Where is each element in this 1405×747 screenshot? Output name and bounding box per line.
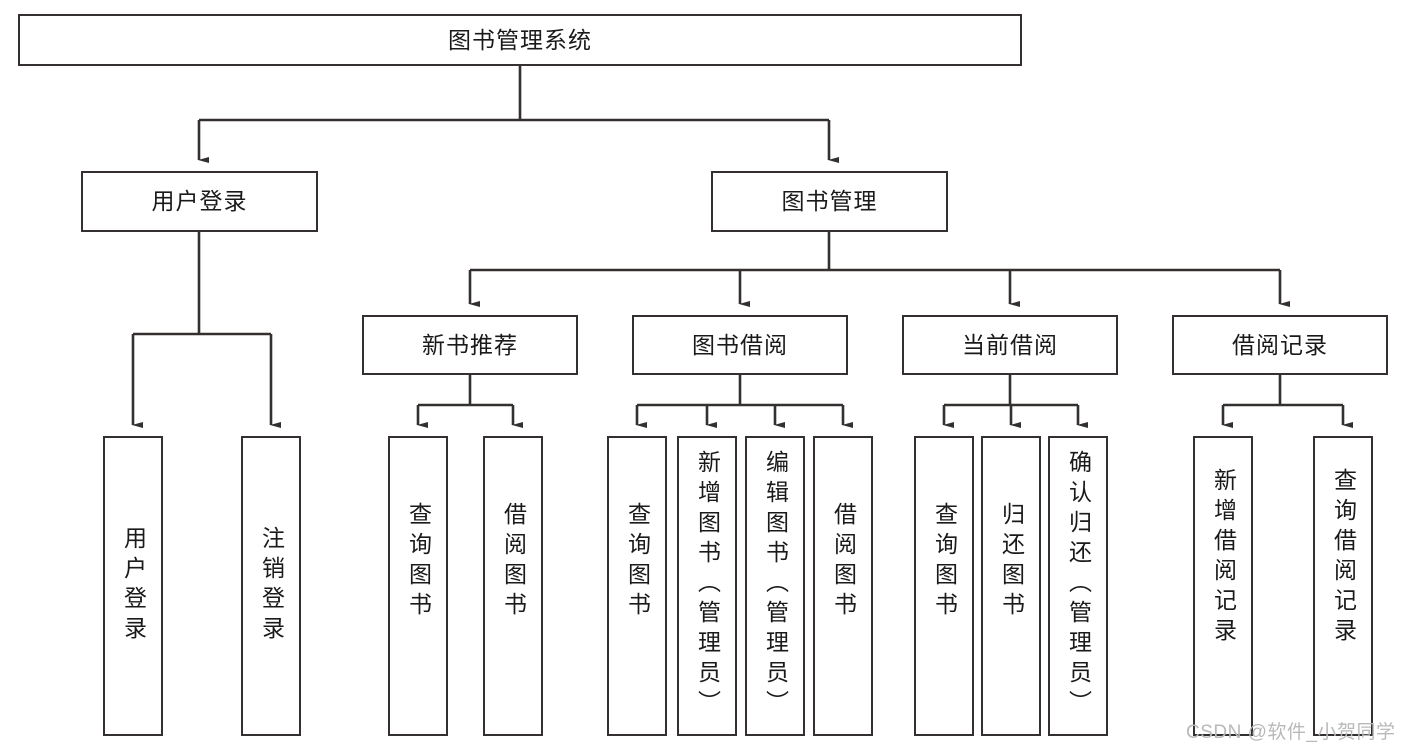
leaf-new-book-query[interactable]: 查询图书 xyxy=(388,436,448,736)
node-root-system[interactable]: 图书管理系统 xyxy=(18,14,1022,66)
node-label: 图书管理 xyxy=(781,188,878,215)
leaf-current-borrow-return[interactable]: 归还图书 xyxy=(981,436,1041,736)
node-current-borrow[interactable]: 当前借阅 xyxy=(902,315,1118,375)
node-label: 借阅图书 xyxy=(830,502,857,622)
node-book-management[interactable]: 图书管理 xyxy=(711,171,948,232)
node-user-login[interactable]: 用户登录 xyxy=(81,171,318,232)
leaf-book-borrow-borrow[interactable]: 借阅图书 xyxy=(813,436,873,736)
node-label: 注销登录 xyxy=(258,526,285,646)
node-label: 图书管理系统 xyxy=(448,26,592,53)
node-label: 当前借阅 xyxy=(962,331,1058,358)
node-label: 归还图书 xyxy=(998,502,1025,622)
node-label: 用户登录 xyxy=(120,526,147,646)
node-label: 查询图书 xyxy=(931,502,958,622)
node-book-borrow[interactable]: 图书借阅 xyxy=(632,315,848,375)
leaf-user-login-login[interactable]: 用户登录 xyxy=(103,436,163,736)
node-label: 新增图书（管理员） xyxy=(694,450,721,720)
node-label: 借阅图书 xyxy=(500,502,527,622)
node-label: 编辑图书（管理员） xyxy=(762,450,789,720)
node-label: 用户登录 xyxy=(151,188,248,215)
leaf-book-borrow-edit[interactable]: 编辑图书（管理员） xyxy=(745,436,805,736)
leaf-book-borrow-query[interactable]: 查询图书 xyxy=(607,436,667,736)
node-borrow-record[interactable]: 借阅记录 xyxy=(1172,315,1388,375)
node-label: 查询借阅记录 xyxy=(1330,468,1357,648)
node-label: 确认归还（管理员） xyxy=(1065,450,1092,720)
leaf-user-login-logout[interactable]: 注销登录 xyxy=(241,436,301,736)
node-label: 借阅记录 xyxy=(1232,331,1328,358)
watermark-text: CSDN @软件_小贺同学 xyxy=(1186,722,1396,743)
node-new-book-recommend[interactable]: 新书推荐 xyxy=(362,315,578,375)
leaf-new-book-borrow[interactable]: 借阅图书 xyxy=(483,436,543,736)
node-label: 新书推荐 xyxy=(422,331,518,358)
leaf-borrow-record-query[interactable]: 查询借阅记录 xyxy=(1313,436,1373,736)
leaf-current-borrow-confirm-return[interactable]: 确认归还（管理员） xyxy=(1048,436,1108,736)
node-label: 查询图书 xyxy=(405,502,432,622)
leaf-borrow-record-add[interactable]: 新增借阅记录 xyxy=(1193,436,1253,736)
node-label: 新增借阅记录 xyxy=(1210,468,1237,648)
node-label: 图书借阅 xyxy=(692,331,788,358)
leaf-current-borrow-query[interactable]: 查询图书 xyxy=(914,436,974,736)
node-label: 查询图书 xyxy=(624,502,651,622)
leaf-book-borrow-add[interactable]: 新增图书（管理员） xyxy=(677,436,737,736)
